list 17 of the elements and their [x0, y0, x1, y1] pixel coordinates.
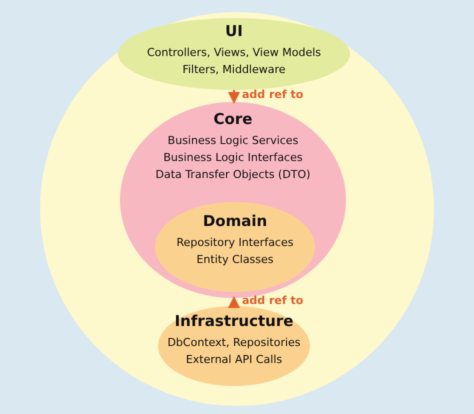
layer-item: Data Transfer Objects (DTO) — [156, 167, 310, 183]
layer-title: UI — [225, 22, 243, 41]
layer-item: Entity Classes — [196, 252, 274, 268]
arrow — [228, 90, 240, 104]
layer-item: Business Logic Interfaces — [163, 150, 303, 166]
arrow — [228, 296, 240, 308]
layer-item: External API Calls — [186, 352, 282, 368]
layer-item: Repository Interfaces — [176, 235, 294, 251]
layer-item: Controllers, Views, View Models — [146, 45, 322, 61]
layer-title: Core — [214, 110, 252, 129]
layer-title: Infrastructure — [174, 312, 294, 331]
layer-item: Business Logic Services — [168, 133, 298, 149]
layer-title: Domain — [202, 212, 268, 231]
layer-item: DbContext, Repositories — [167, 335, 301, 351]
edge-label: add ref to — [242, 294, 304, 307]
edge-label: add ref to — [242, 88, 304, 101]
layer-item: Filters, Middleware — [182, 62, 286, 78]
